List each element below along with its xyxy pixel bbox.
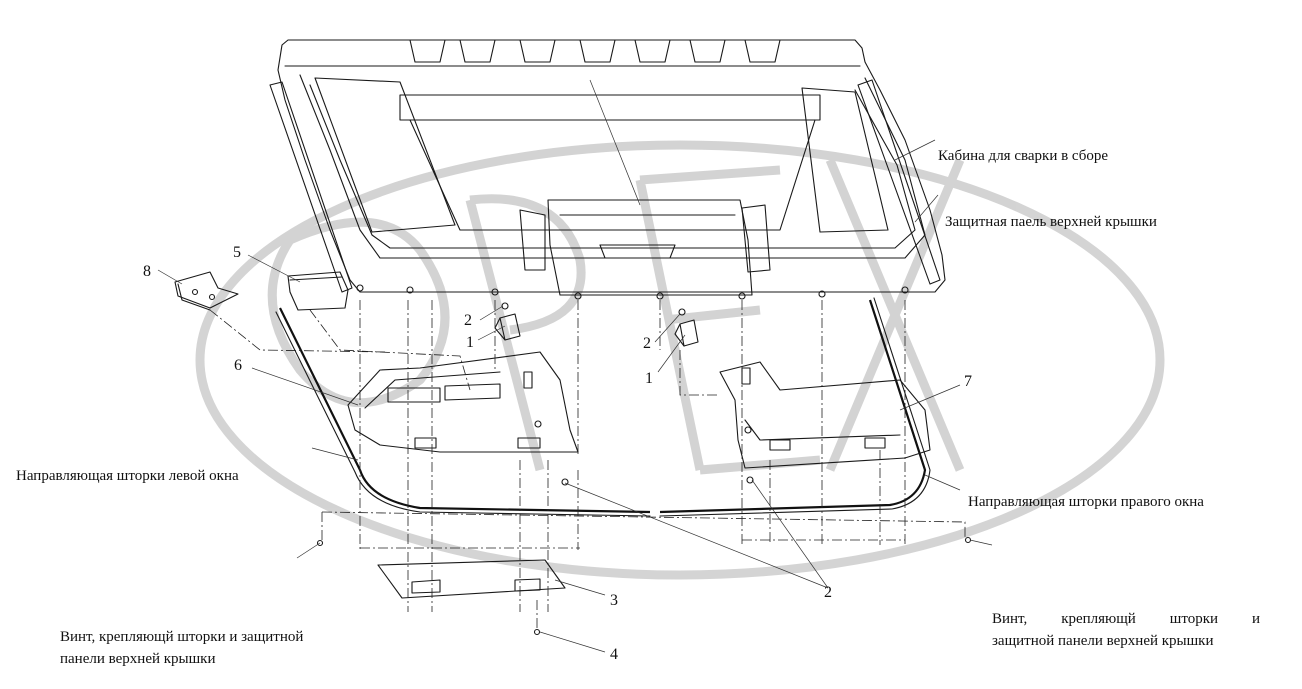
label-screw-right-word: Винт, <box>992 611 1028 627</box>
callout-2-left: 2 <box>464 312 472 329</box>
label-screw-right-line2: защитной панели верхней крышки <box>992 633 1214 649</box>
callout-5: 5 <box>233 244 241 261</box>
label-screw-left: Винт, крепляющй шторки и защитной панели… <box>60 626 303 670</box>
label-screw-right-line1: Винт, крепляющй шторки и <box>992 608 1260 630</box>
callout-6: 6 <box>234 357 242 374</box>
label-screw-right-word: крепляющй <box>1061 611 1136 627</box>
callout-4: 4 <box>610 646 618 663</box>
callout-2-bottom: 2 <box>824 584 832 601</box>
label-screw-right-word: и <box>1251 611 1260 627</box>
label-screw-left-line2: панели верхней крышки <box>60 651 216 667</box>
label-screw-right-word: шторки <box>1169 611 1219 627</box>
cup-part-5 <box>287 271 349 311</box>
screws <box>316 302 972 636</box>
label-top-cover-panel: Защитная паель верхней крышки <box>945 214 1157 230</box>
callout-8: 8 <box>143 263 151 280</box>
cab-roof-assembly <box>269 39 946 300</box>
label-left-window-guide: Направляющая шторки левой окна <box>16 468 239 484</box>
assembly-center-lines <box>209 300 966 630</box>
left-trim-panel <box>347 351 579 453</box>
callout-7: 7 <box>964 373 972 390</box>
callout-3: 3 <box>610 592 618 609</box>
label-right-window-guide: Направляющая шторки правого окна <box>968 494 1204 510</box>
cover-plate-part-3 <box>377 559 566 599</box>
top-cover-protective-panel <box>275 297 931 517</box>
callout-1-right: 1 <box>645 370 653 387</box>
right-trim-panel <box>719 361 931 469</box>
label-cab-assembly: Кабина для сварки в сборе <box>938 148 1108 164</box>
leader-lines <box>157 139 993 653</box>
label-screw-right: Винт, крепляющй шторки и защитной панели… <box>992 608 1260 652</box>
bracket-part-8 <box>174 271 239 311</box>
small-bracket-1-right <box>674 319 699 347</box>
callout-1-left: 1 <box>466 334 474 351</box>
label-screw-left-line1: Винт, крепляющй шторки и защитной <box>60 629 304 645</box>
callout-2-right: 2 <box>643 335 651 352</box>
